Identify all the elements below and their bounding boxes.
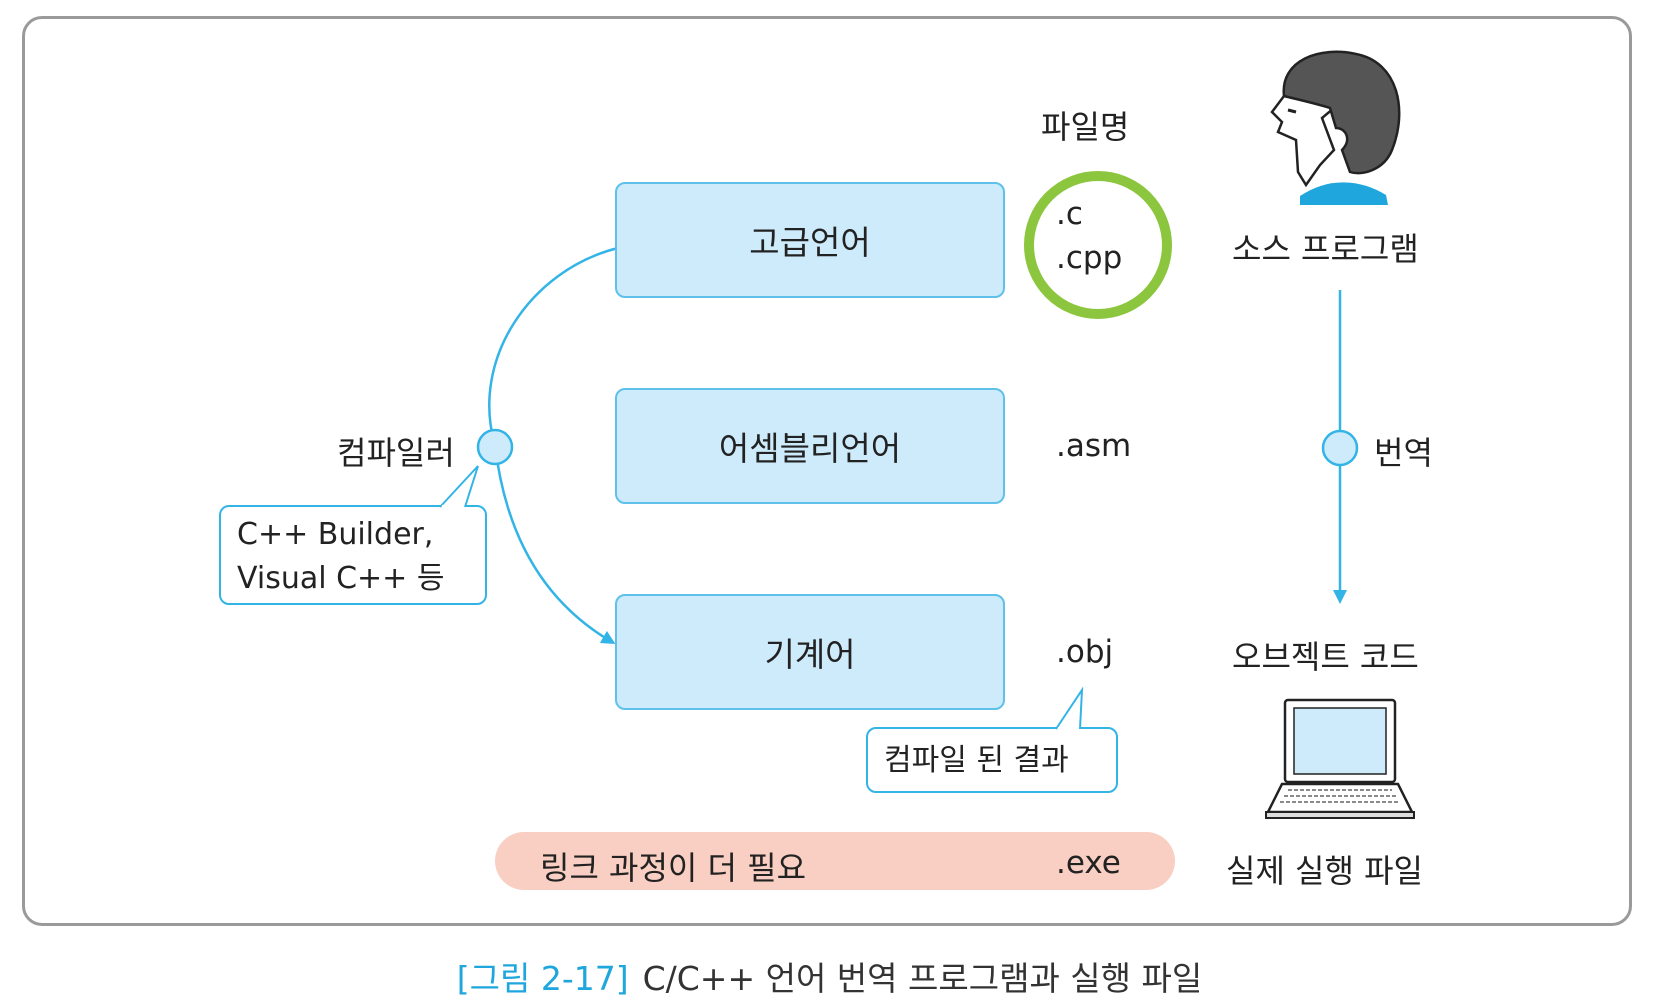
- figure-number: [그림 2-17]: [456, 959, 629, 998]
- machine-language-label: 기계어: [764, 635, 856, 674]
- source-program-label: 소스 프로그램: [1232, 230, 1419, 268]
- object-code-label: 오브젝트 코드: [1232, 638, 1419, 676]
- assembly-language-label: 어셈블리언어: [718, 429, 902, 468]
- compiler-node: [476, 428, 514, 466]
- ext-cpp: .cpp: [1056, 240, 1123, 276]
- compiled-result-text: 컴파일 된 결과: [884, 743, 1069, 778]
- compiled-result-callout: 컴파일 된 결과: [866, 727, 1118, 793]
- link-note-text: 링크 과정이 더 필요: [540, 849, 807, 887]
- figure-caption: [그림 2-17] C/C++ 언어 번역 프로그램과 실행 파일: [0, 952, 1659, 1000]
- compiler-curve: [488, 246, 619, 446]
- extension-highlight-circle: [1024, 171, 1172, 319]
- high-level-language-box: 고급언어: [615, 182, 1005, 298]
- translation-node: [1321, 429, 1359, 467]
- ext-asm: .asm: [1056, 428, 1132, 464]
- filename-header: 파일명: [1041, 108, 1130, 146]
- compiler-callout-tail: [439, 465, 479, 508]
- compiled-result-callout-tail: [1055, 686, 1084, 730]
- compiler-examples-line1: C++ Builder,: [237, 517, 434, 552]
- compiler-label: 컴파일러: [337, 434, 455, 472]
- machine-language-box: 기계어: [615, 594, 1005, 710]
- ext-c: .c: [1056, 196, 1083, 232]
- translation-label: 번역: [1374, 434, 1433, 472]
- assembly-language-box: 어셈블리언어: [615, 388, 1005, 504]
- person-icon: [1270, 50, 1401, 205]
- compiler-examples-line2: Visual C++ 등: [237, 560, 445, 596]
- executable-file-label: 실제 실행 파일: [1226, 852, 1423, 890]
- ext-obj: .obj: [1056, 634, 1114, 670]
- figure-title: C/C++ 언어 번역 프로그램과 실행 파일: [642, 959, 1203, 998]
- compiler-curve-arrow: [493, 444, 616, 645]
- high-level-language-label: 고급언어: [749, 223, 871, 262]
- laptop-icon: [1265, 698, 1415, 819]
- link-note-pill: [495, 832, 1175, 890]
- ext-exe: .exe: [1056, 845, 1121, 881]
- compiler-examples-callout: C++ Builder, Visual C++ 등: [219, 505, 487, 605]
